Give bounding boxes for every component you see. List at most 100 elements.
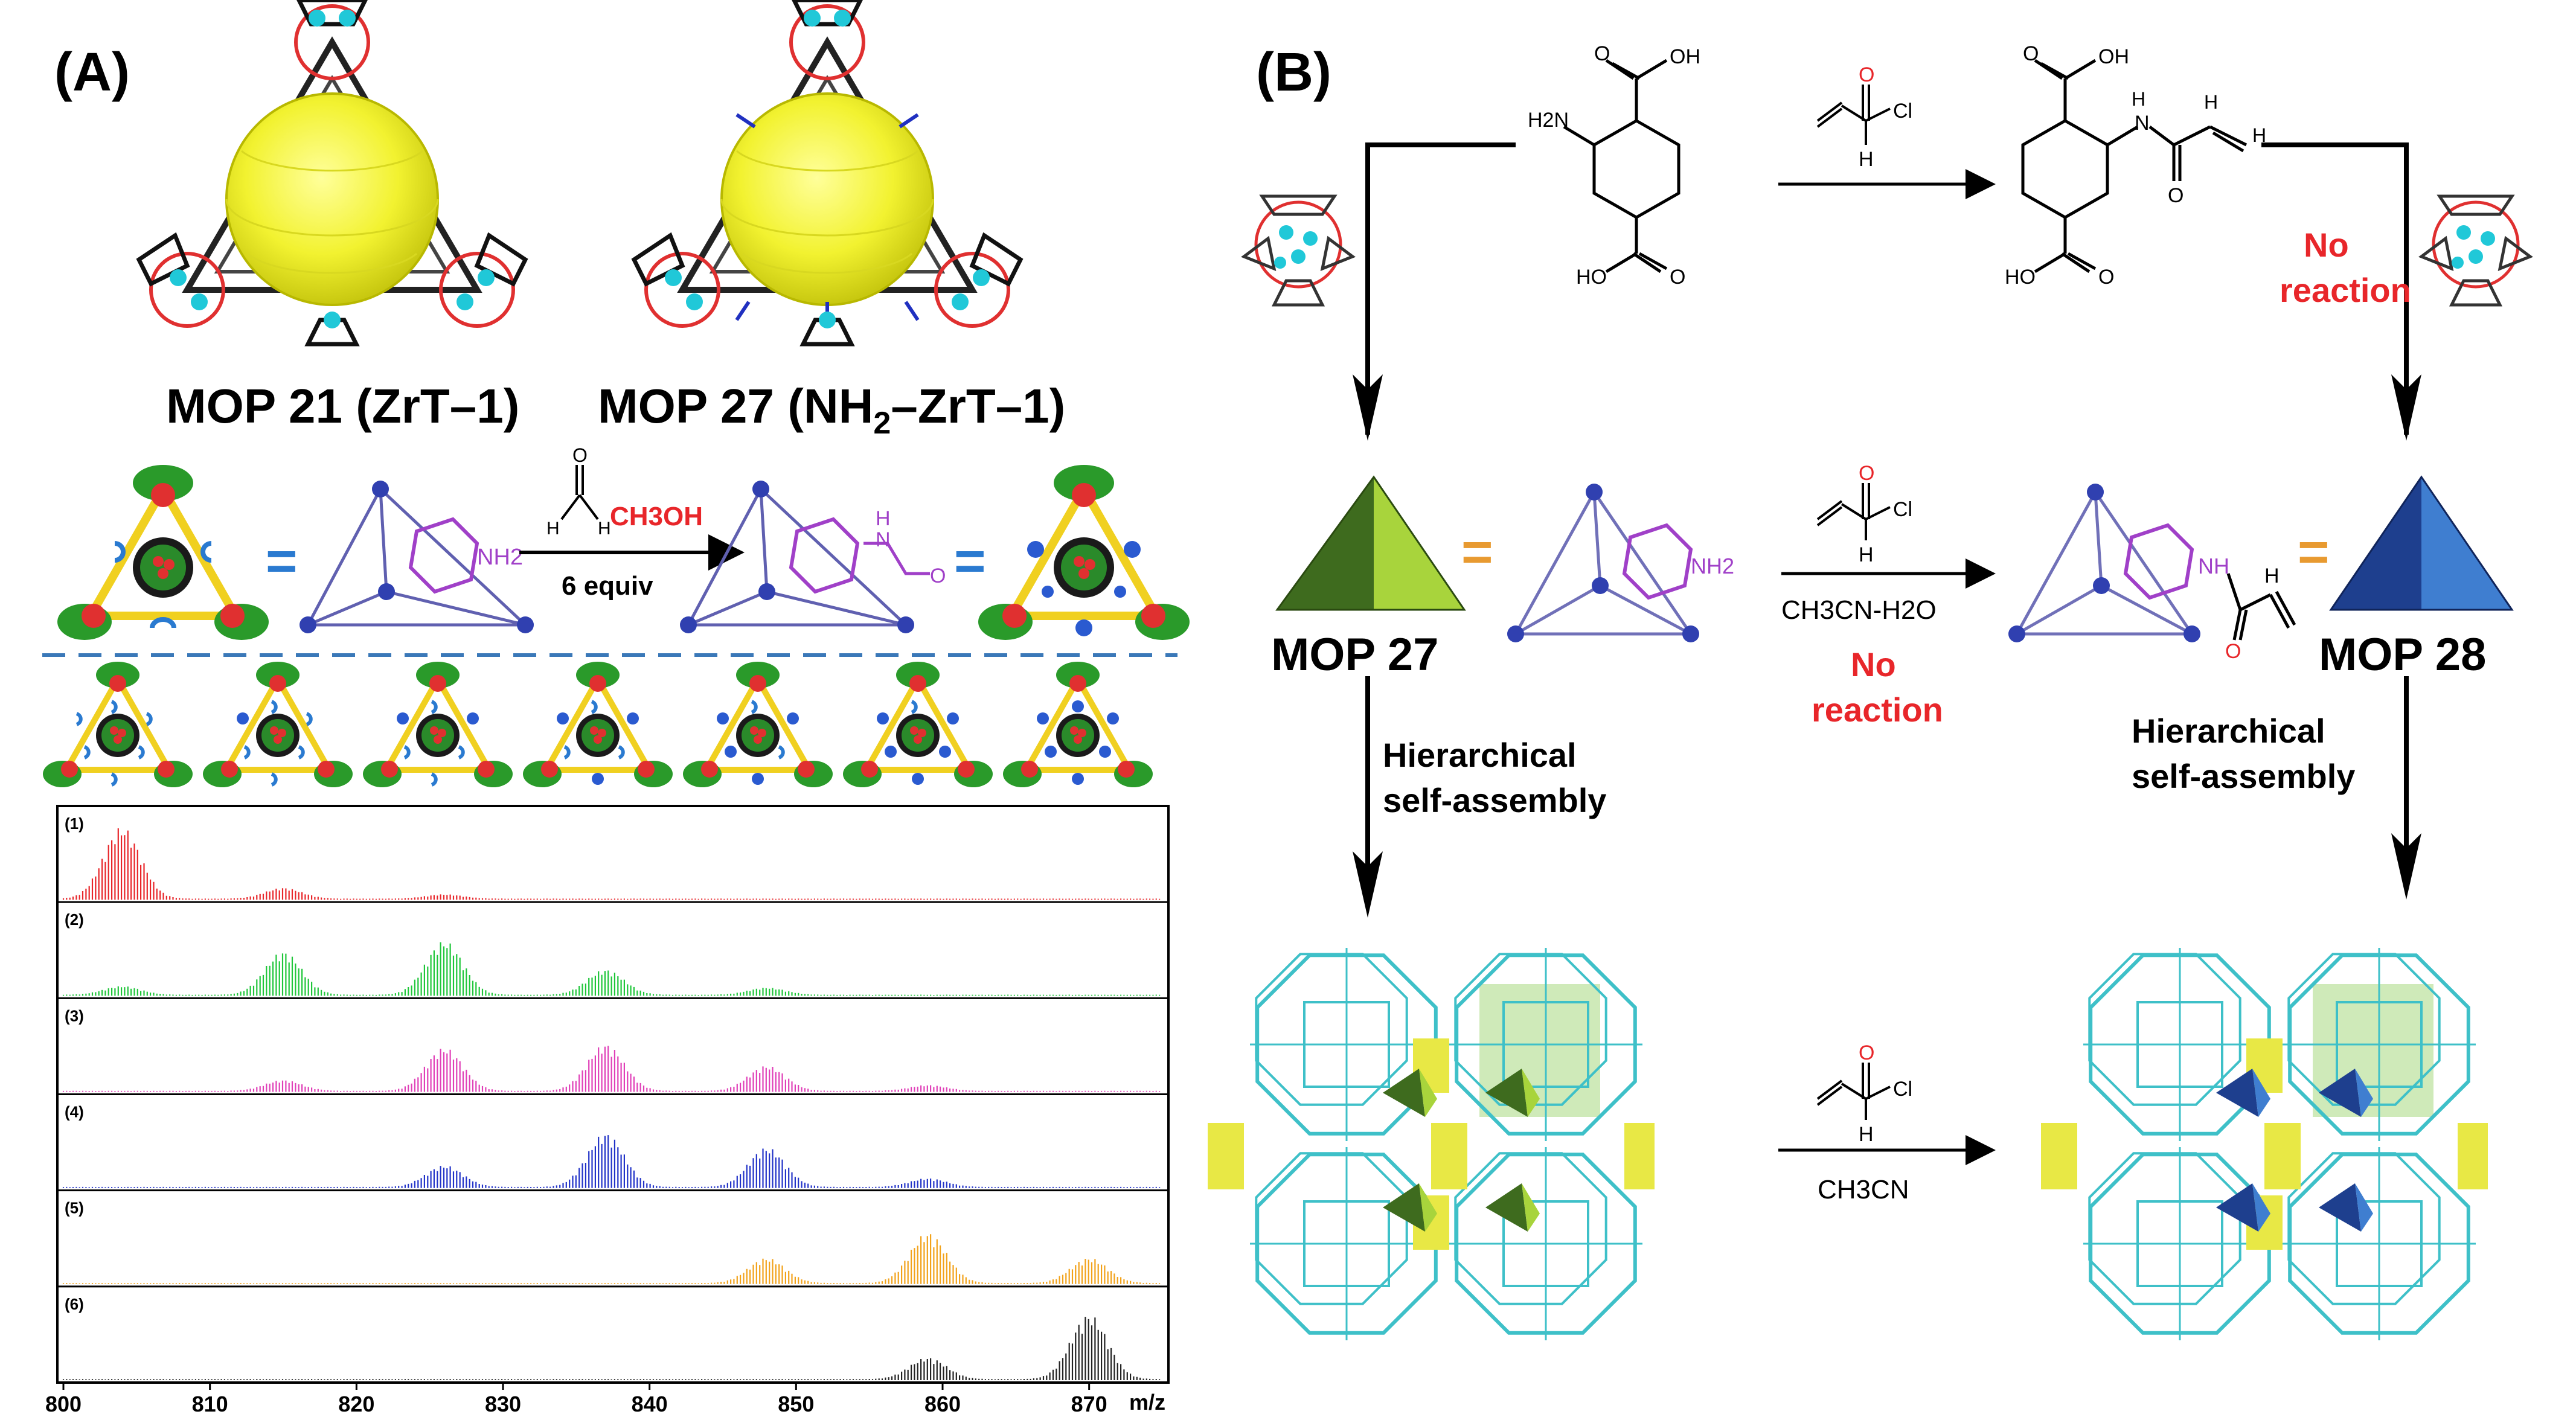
nh2-label-a: NH2 [477,545,523,570]
o-label-b: O [2225,640,2241,663]
acid-o-bottom: O [1670,266,1685,289]
spectrum-row-label: (1) [65,814,84,833]
equals-sign-a1: = [266,531,298,592]
cage-series-item [523,662,673,787]
formaldehyde-h-left: H [546,519,560,539]
mop27-cage [631,0,1024,347]
cage-series-item [683,662,833,787]
acid-o-top: O [1594,42,1610,65]
acid-chloride-cl-top: Cl [1893,100,1912,123]
spectrum-trace [62,1135,1161,1188]
mz-axis-label: m/z [1129,1390,1165,1415]
tetrahedron-linker-product [685,488,930,627]
tetrahedron-linker-mop27 [1513,491,1694,636]
zr-cluster-right-icon [2418,194,2534,307]
aminoterephthalic-acid-structure [1563,59,1680,273]
arrowhead-assembly-right [2391,833,2421,900]
amide-o-bottom: O [2098,266,2114,289]
hier-left-1: Hierarchical [1383,736,1577,774]
mop21-cage [136,0,528,347]
acid-ho-bottom: HO [1576,266,1607,289]
framework-mop27 [1208,948,1655,1340]
amide-h: H [2132,88,2145,110]
acryloyl-chloride-top [1816,85,1891,145]
mop27-label: MOP 27 (NH2–ZrT–1) [598,379,1065,441]
panel-a-label: (A) [54,42,130,103]
product-o: O [930,564,946,587]
spectrum-trace [62,1234,1161,1284]
spectrum-trace [62,1046,1161,1092]
formaldehyde-o: O [572,444,588,466]
cage-series-row [43,662,1153,787]
path-arrow-left [1365,142,1516,435]
cage-series-item [43,662,193,787]
spectrum-row-label: (3) [65,1006,84,1025]
x-tick-label: 860 [924,1392,961,1416]
arrowhead-assembly-left [1353,851,1383,918]
amide-n: N [2135,112,2150,135]
spectrum-row-label: (6) [65,1295,84,1313]
cluster-node [294,0,370,80]
cage-series-item [363,662,513,787]
x-tick-label: 870 [1071,1392,1107,1416]
formaldehyde-structure [560,465,599,520]
tetrahedron-linker-start [305,488,530,627]
arrowhead-right [2391,374,2421,441]
cartoon-cage-product [978,465,1190,640]
equals-sign-a2: = [954,531,986,592]
acid-chloride-h-top: H [1859,148,1874,171]
x-tick-label: 830 [485,1392,521,1416]
hier-left-2: self-assembly [1383,781,1606,819]
spectrum-row-label: (2) [65,910,84,929]
equiv-label: 6 equiv [562,571,653,601]
x-tick-label: 810 [192,1392,228,1416]
methanol-label: CH3OH [610,502,703,531]
acid-chloride-h-mid: H [1859,543,1874,566]
x-tick-label: 800 [45,1392,82,1416]
amide-h-top: H [2204,91,2218,113]
acid-chloride-h-bottom: H [1859,1123,1874,1146]
amide-o: O [2168,184,2184,207]
product-nh-h: H [876,507,891,530]
x-tick-label: 840 [632,1392,668,1416]
acid-chloride-o-top: O [1859,63,1874,86]
acid-chloride-cl-mid: Cl [1893,498,1912,521]
x-tick-label: 820 [338,1392,374,1416]
acryloyl-chloride-bottom [1816,1063,1891,1120]
acrylamide-terephthalic-structure [2021,59,2248,273]
cage-series-item [203,662,353,787]
no-reaction-top-2: reaction [2280,271,2411,309]
mop27-label-b: MOP 27 [1271,629,1438,680]
cage-series-item [1003,662,1153,787]
mop27-tetrahedron [1275,475,1466,611]
path-arrow-right [2261,142,2409,435]
mop28-label-b: MOP 28 [2319,629,2486,680]
x-tick-label: 850 [778,1392,814,1416]
acryloyl-chloride-middle [1816,483,1891,540]
spectrum-row-label: (4) [65,1103,84,1121]
hier-right-1: Hierarchical [2132,712,2325,750]
spectrum-trace [62,828,1161,900]
acid-chloride-cl-bottom: Cl [1893,1078,1912,1101]
h-label-b: H [2264,564,2280,587]
spectrum-trace [62,1317,1161,1380]
no-reaction-mid-1: No [1851,645,1896,683]
acid-h2n: H2N [1528,109,1569,132]
framework-mop28 [2041,948,2488,1340]
amide-ho-bottom: HO [2005,266,2036,289]
arrowhead-left [1353,374,1383,441]
zr-cluster-left-icon [1240,194,1356,307]
hier-right-2: self-assembly [2132,757,2355,795]
acid-oh-top: OH [1670,45,1700,68]
nh-label-b: NH [2198,554,2229,578]
no-reaction-top-1: No [2304,226,2349,264]
nh2-label-b: NH2 [1691,554,1734,578]
acid-chloride-o-mid: O [1859,462,1874,485]
tetrahedron-linker-mop28 [2014,491,2296,641]
equals-sign-b1: = [1461,522,1493,583]
no-reaction-mid-2: reaction [1812,691,1943,729]
formaldehyde-h-right: H [598,519,611,539]
cartoon-cage-start [57,465,269,640]
